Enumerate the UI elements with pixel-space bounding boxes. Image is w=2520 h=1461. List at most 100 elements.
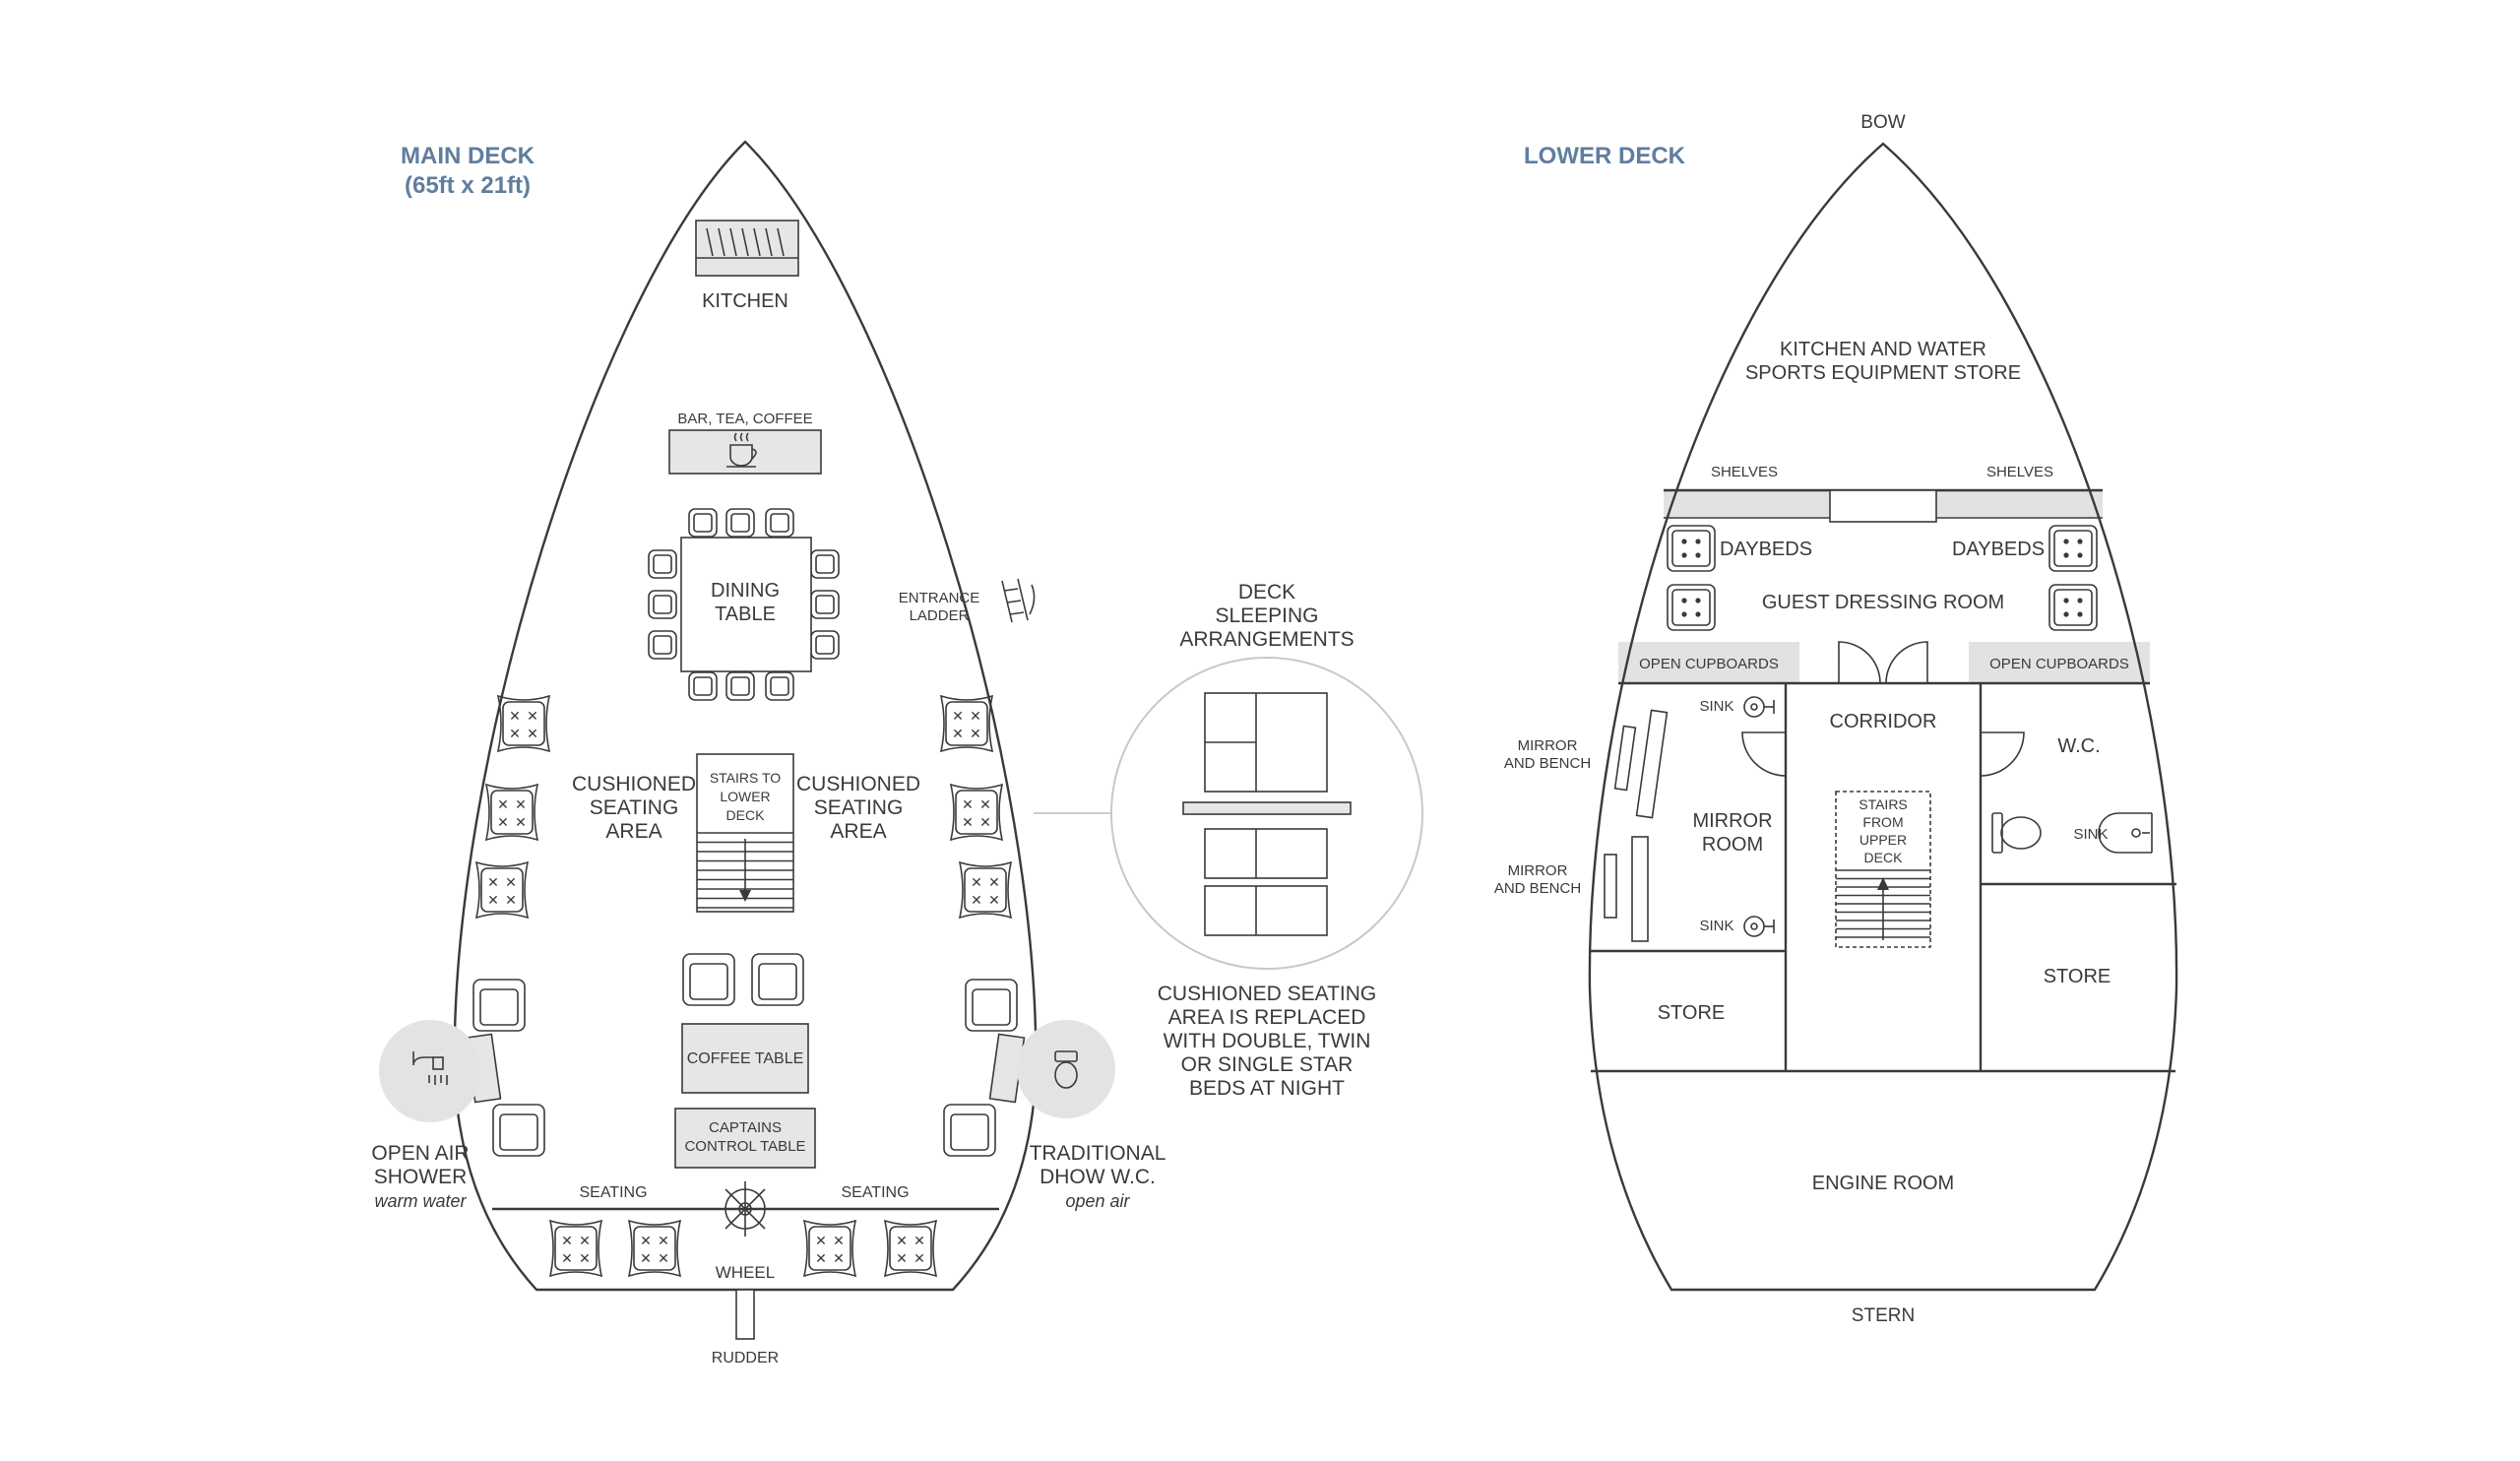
dhow-label-2: DHOW W.C. [1040,1166,1156,1188]
shelf-box [1829,489,1937,523]
cushioned-right-2: SEATING [814,796,904,819]
wheel-label: WHEEL [716,1263,775,1282]
dining-label-2: TABLE [715,603,776,625]
sleeping-note-1: CUSHIONED SEATING [1158,983,1376,1005]
cupboards-right-label: OPEN CUPBOARDS [1989,656,2129,672]
cushioned-seating-right [940,695,1012,919]
coffee-table-label: COFFEE TABLE [687,1050,804,1067]
mirror-room-label-1: MIRROR [1692,810,1772,832]
mirror-room-door [1741,731,1787,777]
toilet-icon [1054,1050,1078,1089]
cushioned-left-3: AREA [605,820,662,843]
double-bed [1204,692,1328,793]
cushioned-left-1: CUSHIONED [572,773,696,795]
wc-door [1980,731,2025,777]
bench-2 [1631,836,1649,942]
sleeping-detail-circle [1110,657,1423,970]
bed-divider [1182,801,1352,815]
captains-control-table [674,1108,816,1169]
dining-table: DINING TABLE [648,508,840,701]
mirror-room-label-2: ROOM [1702,834,1763,856]
open-air-shower-area [379,1020,481,1122]
sink-wc-label: SINK [2073,826,2108,843]
mirror-2 [1604,854,1617,919]
guest-dressing-label: GUEST DRESSING ROOM [1762,592,2004,613]
coffee-table [681,1023,809,1094]
shower-icon [412,1051,448,1085]
sleeping-title-1: DECK [1238,581,1295,603]
daybeds-right-label: DAYBEDS [1952,539,2045,560]
dhow-label-1: TRADITIONAL [1030,1142,1166,1165]
stairs-from-3: UPPER [1859,832,1907,848]
open-cupboards-left [1618,642,1799,683]
mirror-bench-1-line1: MIRROR [1518,737,1578,754]
mirror-bench-2-line1: MIRROR [1508,862,1568,879]
store-right-label: STORE [2044,966,2111,987]
corridor-label: CORRIDOR [1830,711,1937,732]
seating-right-label: SEATING [841,1184,909,1201]
dhow-note: open air [1065,1191,1130,1211]
kitchen-label: KITCHEN [702,290,788,312]
twin-beds [1204,828,1328,936]
stairs-from-2: FROM [1862,814,1903,830]
open-cupboards-right [1969,642,2150,683]
mirror-bench-1-line2: AND BENCH [1504,755,1591,772]
lower-deck-plan: LOWER DECK BOW STERN KITCHEN AND WATER S… [1494,112,2178,1326]
bench-1 [1635,709,1669,819]
cushioned-seating-left [475,695,550,919]
stern-label: STERN [1852,1305,1915,1326]
shelves-left-label: SHELVES [1711,464,1778,480]
stairs-label-3: DECK [726,807,766,823]
stairs-label-1: STAIRS TO [710,770,781,786]
ladder-icon [1001,578,1036,623]
cupboards-left-label: OPEN CUPBOARDS [1639,656,1779,672]
dining-label-1: DINING [711,580,780,602]
sleeping-title-3: ARRANGEMENTS [1179,628,1354,651]
rudder-label: RUDDER [712,1350,779,1366]
ship-wheel-icon [718,1181,773,1237]
sleeping-note-4: OR SINGLE STAR [1181,1053,1354,1076]
shower-label-2: SHOWER [374,1166,468,1188]
cushioned-right-1: CUSHIONED [796,773,920,795]
shelves-right-label: SHELVES [1986,464,2053,480]
sleeping-title-2: SLEEPING [1215,604,1318,627]
shower-note: warm water [374,1191,467,1211]
shower-label-1: OPEN AIR [371,1142,469,1165]
dhow-wc-area [1017,1020,1115,1118]
daybeds-left [1667,525,1716,631]
captains-label-2: CONTROL TABLE [684,1138,805,1155]
store-left-label: STORE [1658,1002,1726,1024]
sleeping-note-3: WITH DOUBLE, TWIN [1164,1030,1371,1052]
main-deck-plan: MAIN DECK (65ft x 21ft) KITCHEN BAR, TEA… [371,140,1166,1366]
rudder [735,1289,755,1340]
lower-toilet-icon [1991,812,2042,854]
sleeping-note-5: BEDS AT NIGHT [1189,1077,1345,1100]
wc-label: W.C. [2057,735,2100,757]
entrance-label-2: LADDER [910,607,970,624]
engine-room-label: ENGINE ROOM [1812,1173,1954,1194]
captains-label-1: CAPTAINS [709,1119,782,1136]
lower-deck-title: LOWER DECK [1524,143,1686,169]
main-deck-title: MAIN DECK [401,143,536,169]
stairs-from-4: DECK [1864,850,1904,865]
wc-sink-icon [2098,812,2153,854]
kitchen-store-label-2: SPORTS EQUIPMENT STORE [1745,362,2021,384]
sink-top-label: SINK [1699,698,1733,715]
lower-deck-hull [1588,142,2178,1292]
sink-bottom-icon [1743,916,1775,937]
coffee-cup-icon [726,432,757,468]
double-doors [1838,641,1928,684]
mirror-bench-2-line2: AND BENCH [1494,880,1581,897]
bow-label: BOW [1860,112,1905,133]
stairs-to-lower-deck: STAIRS TO LOWER DECK [696,753,794,913]
seating-left-label: SEATING [579,1184,647,1201]
sleeping-note-2: AREA IS REPLACED [1168,1006,1366,1029]
deck-sleeping-arrangements: DECK SLEEPING ARRANGEMENTS CUSHIONED SEA… [1034,581,1423,1100]
stairs-label-2: LOWER [720,789,770,804]
cushioned-left-2: SEATING [590,796,679,819]
stairs-from-1: STAIRS [1858,796,1908,812]
sink-bottom-label: SINK [1699,918,1733,934]
main-deck-size: (65ft x 21ft) [405,172,531,199]
mirror-1 [1613,725,1637,792]
stairs-from-upper-deck: STAIRS FROM UPPER DECK [1835,791,1931,948]
